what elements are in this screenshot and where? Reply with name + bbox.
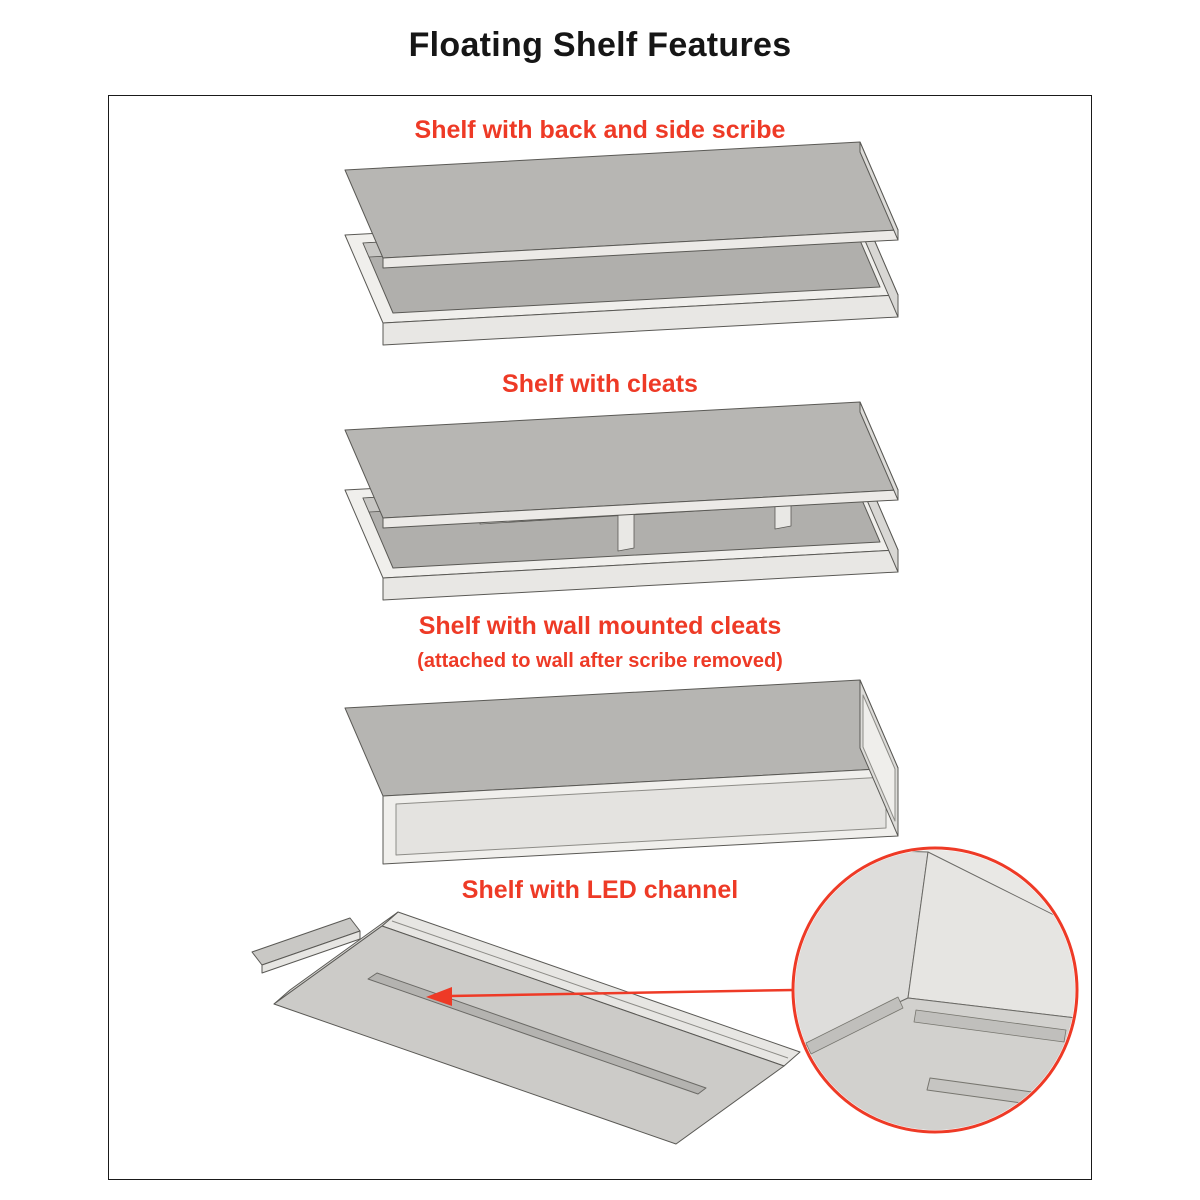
section-subheading-wall-cleats: (attached to wall after scribe removed)	[417, 650, 783, 672]
shelf-right-end-inset	[862, 694, 896, 822]
section-heading-led: Shelf with LED channel	[461, 876, 739, 904]
zoom-callout-arrow	[426, 987, 795, 1006]
shelf-scribe-illustration	[344, 141, 899, 346]
lid-right-edge	[859, 401, 899, 501]
shelf-wall-cleats-illustration	[344, 679, 899, 865]
zoom-scribe-rabbet-right	[913, 1009, 1067, 1043]
zoom-scribe-rabbet-left	[805, 996, 904, 1055]
page-title: Floating Shelf Features	[408, 26, 792, 64]
section-heading-wall-cleats: Shelf with wall mounted cleats	[418, 612, 782, 640]
arrow-head	[426, 987, 452, 1006]
shelf-front-inset-panel	[395, 776, 887, 856]
back-scribe-groove-line	[391, 920, 789, 1059]
shelf-led-illustration	[251, 911, 801, 1145]
zoom-side-rim-face	[907, 851, 1075, 1019]
scribe-lid-right-edge	[859, 141, 899, 241]
detail-zoom-content	[795, 850, 1075, 1130]
section-heading-cleats: Shelf with cleats	[502, 370, 698, 398]
section-heading-scribe: Shelf with back and side scribe	[414, 116, 786, 144]
led-channel-groove	[367, 972, 707, 1095]
arrow-shaft	[449, 988, 795, 998]
shelf-cleats-illustration	[344, 401, 899, 601]
